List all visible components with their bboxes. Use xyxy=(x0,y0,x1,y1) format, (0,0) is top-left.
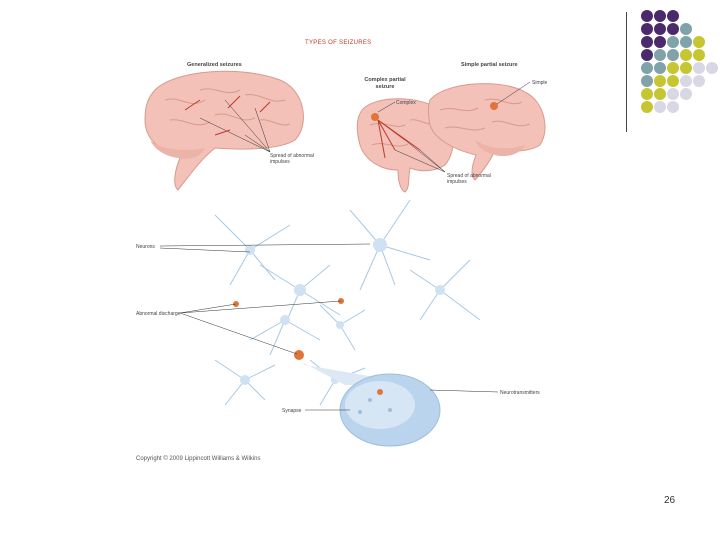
dot xyxy=(667,101,679,113)
neuron-cell-bodies xyxy=(240,238,445,385)
dot xyxy=(680,49,692,61)
dot xyxy=(680,36,692,48)
label-neurons: Neurons xyxy=(136,244,155,250)
dot xyxy=(641,88,653,100)
dot xyxy=(693,75,705,87)
dot xyxy=(641,49,653,61)
dot xyxy=(667,23,679,35)
dot xyxy=(654,101,666,113)
dot xyxy=(667,88,679,100)
dot xyxy=(667,49,679,61)
dot xyxy=(654,36,666,48)
dot xyxy=(654,10,666,22)
divider-line xyxy=(626,12,627,132)
copyright-text: Copyright © 2009 Lippincott Williams & W… xyxy=(136,456,261,462)
dot xyxy=(641,36,653,48)
label-complex: Complex xyxy=(396,100,416,106)
label-spread-left: Spread of abnormal impulses xyxy=(270,153,314,165)
dot xyxy=(641,101,653,113)
dot xyxy=(693,49,705,61)
leader-lines xyxy=(159,243,499,411)
dot xyxy=(641,10,653,22)
label-simple: Simple xyxy=(532,80,548,86)
page-number: 26 xyxy=(664,495,676,506)
dot xyxy=(667,10,679,22)
label-spread-right: Spread of abnormal impulses xyxy=(447,173,491,185)
dot xyxy=(654,49,666,61)
dot xyxy=(667,75,679,87)
dot xyxy=(654,23,666,35)
dot xyxy=(680,88,692,100)
dot xyxy=(641,23,653,35)
dot xyxy=(693,62,705,74)
dot xyxy=(680,23,692,35)
dot xyxy=(654,88,666,100)
figure-title: TYPES OF SEIZURES xyxy=(305,40,372,46)
dot xyxy=(680,75,692,87)
label-discharge: Abnormal discharge xyxy=(136,311,181,317)
label-vesicles: Neurotransmitters xyxy=(500,390,540,396)
brain-simple-illustration xyxy=(428,81,546,181)
dot xyxy=(680,62,692,74)
label-synapse: Synapse xyxy=(282,408,302,414)
generalized-title: Generalized seizures xyxy=(187,62,242,68)
synapse-illustration xyxy=(339,373,441,447)
dot xyxy=(641,75,653,87)
simple-title: Simple partial seizure xyxy=(461,62,518,68)
brain-generalized-illustration xyxy=(144,70,304,191)
dot xyxy=(667,36,679,48)
dot xyxy=(693,36,705,48)
dot xyxy=(641,62,653,74)
dot xyxy=(654,75,666,87)
complex-title: Complex partial seizure xyxy=(364,77,406,90)
dot xyxy=(654,62,666,74)
dot xyxy=(706,62,718,74)
dot xyxy=(667,62,679,74)
